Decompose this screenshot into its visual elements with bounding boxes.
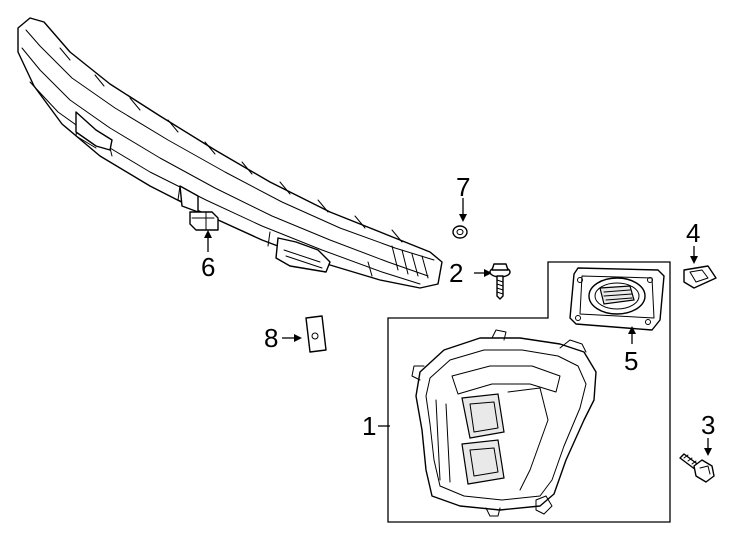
callout-2: 2 bbox=[449, 258, 463, 288]
part-5-cover bbox=[569, 267, 665, 344]
part-6-bracket bbox=[189, 211, 219, 252]
callout-1: 1 bbox=[362, 411, 376, 441]
part-3-bolt bbox=[679, 438, 715, 483]
part-1-headlamp bbox=[378, 329, 597, 517]
callout-4: 4 bbox=[686, 218, 700, 248]
callout-3: 3 bbox=[701, 410, 715, 440]
part-2-bolt bbox=[474, 263, 511, 300]
part-7-grommet bbox=[452, 198, 468, 239]
callout-5: 5 bbox=[624, 346, 638, 376]
callout-8: 8 bbox=[264, 323, 278, 353]
part-8-retainer bbox=[282, 315, 327, 353]
part-4-clip bbox=[683, 246, 717, 289]
callout-6: 6 bbox=[201, 252, 215, 282]
headlamp-frame bbox=[387, 261, 671, 523]
callout-7: 7 bbox=[456, 172, 470, 202]
bumper-beam bbox=[17, 17, 443, 289]
